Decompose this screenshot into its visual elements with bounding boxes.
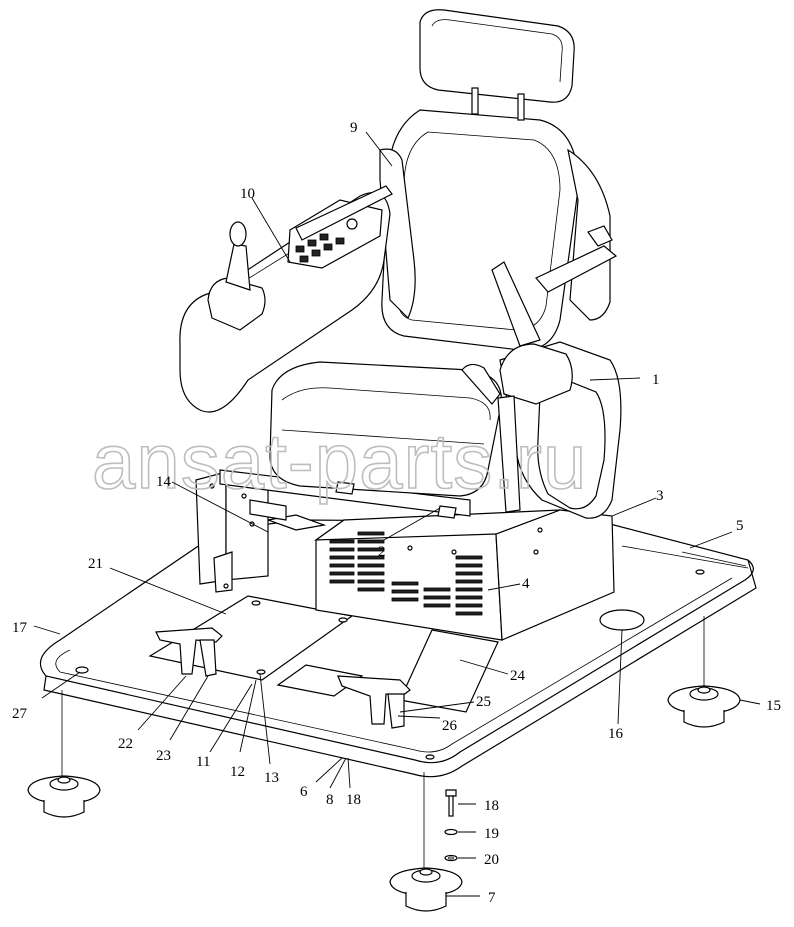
callout-7: 7 bbox=[488, 890, 496, 906]
seat-base-box bbox=[314, 509, 615, 641]
callout-22: 22 bbox=[118, 736, 133, 752]
floor-bolt-hole bbox=[695, 569, 705, 575]
isolator-mount-front bbox=[389, 772, 463, 912]
plate-24 bbox=[399, 629, 499, 713]
callout-11: 11 bbox=[196, 754, 210, 770]
callout-1: 1 bbox=[652, 372, 660, 388]
cover-bolt bbox=[256, 669, 266, 675]
callout-21: 21 bbox=[88, 556, 103, 572]
plate-bolt bbox=[75, 666, 89, 674]
callout-13: 13 bbox=[264, 770, 279, 786]
callout-15: 15 bbox=[766, 698, 781, 714]
mount-bolt-stack bbox=[444, 789, 458, 862]
bracket-right bbox=[337, 675, 411, 725]
cover-bolt bbox=[251, 600, 261, 606]
isolator-mount-left bbox=[27, 690, 101, 818]
callout-19: 19 bbox=[484, 826, 499, 842]
callout-6: 6 bbox=[300, 784, 308, 800]
callout-9: 9 bbox=[350, 120, 358, 136]
callout-14: 14 bbox=[156, 474, 172, 490]
callout-17: 17 bbox=[12, 620, 28, 636]
floor-opening bbox=[276, 664, 364, 697]
callout-12: 12 bbox=[230, 764, 245, 780]
slide-lever bbox=[437, 505, 457, 519]
bracket-right-side bbox=[387, 693, 405, 729]
seat-backrest bbox=[379, 109, 611, 351]
seat-latch bbox=[335, 481, 355, 495]
watermark: ansat-parts.ru bbox=[92, 417, 587, 505]
isolator-mount-right bbox=[667, 616, 741, 728]
callout-10: 10 bbox=[240, 186, 255, 202]
callout-24: 24 bbox=[510, 668, 526, 684]
bracket-left-side bbox=[199, 639, 217, 677]
callout-4: 4 bbox=[522, 576, 530, 592]
callout-18-plate: 18 bbox=[346, 792, 361, 808]
headrest bbox=[419, 9, 575, 121]
callout-16: 16 bbox=[608, 726, 624, 742]
callout-23: 23 bbox=[156, 748, 171, 764]
callout-3: 3 bbox=[656, 488, 664, 504]
left-control-console bbox=[179, 185, 393, 413]
callout-5: 5 bbox=[736, 518, 744, 534]
seat-cushion bbox=[269, 361, 502, 519]
leader-lines bbox=[33, 131, 761, 897]
callout-27: 27 bbox=[12, 706, 28, 722]
callout-8: 8 bbox=[326, 792, 334, 808]
callout-26: 26 bbox=[442, 718, 458, 734]
floor-bolt-hole bbox=[425, 754, 435, 760]
callout-20: 20 bbox=[484, 852, 499, 868]
cover-bolt bbox=[338, 617, 348, 623]
floor-hole bbox=[599, 609, 645, 631]
callout-numbers: 9 10 1 2 3 4 5 14 21 17 27 22 23 11 12 1… bbox=[12, 120, 781, 906]
callout-2: 2 bbox=[378, 544, 386, 560]
right-control-console bbox=[461, 225, 622, 519]
callout-18-bolt: 18 bbox=[484, 798, 499, 814]
callout-25: 25 bbox=[476, 694, 491, 710]
